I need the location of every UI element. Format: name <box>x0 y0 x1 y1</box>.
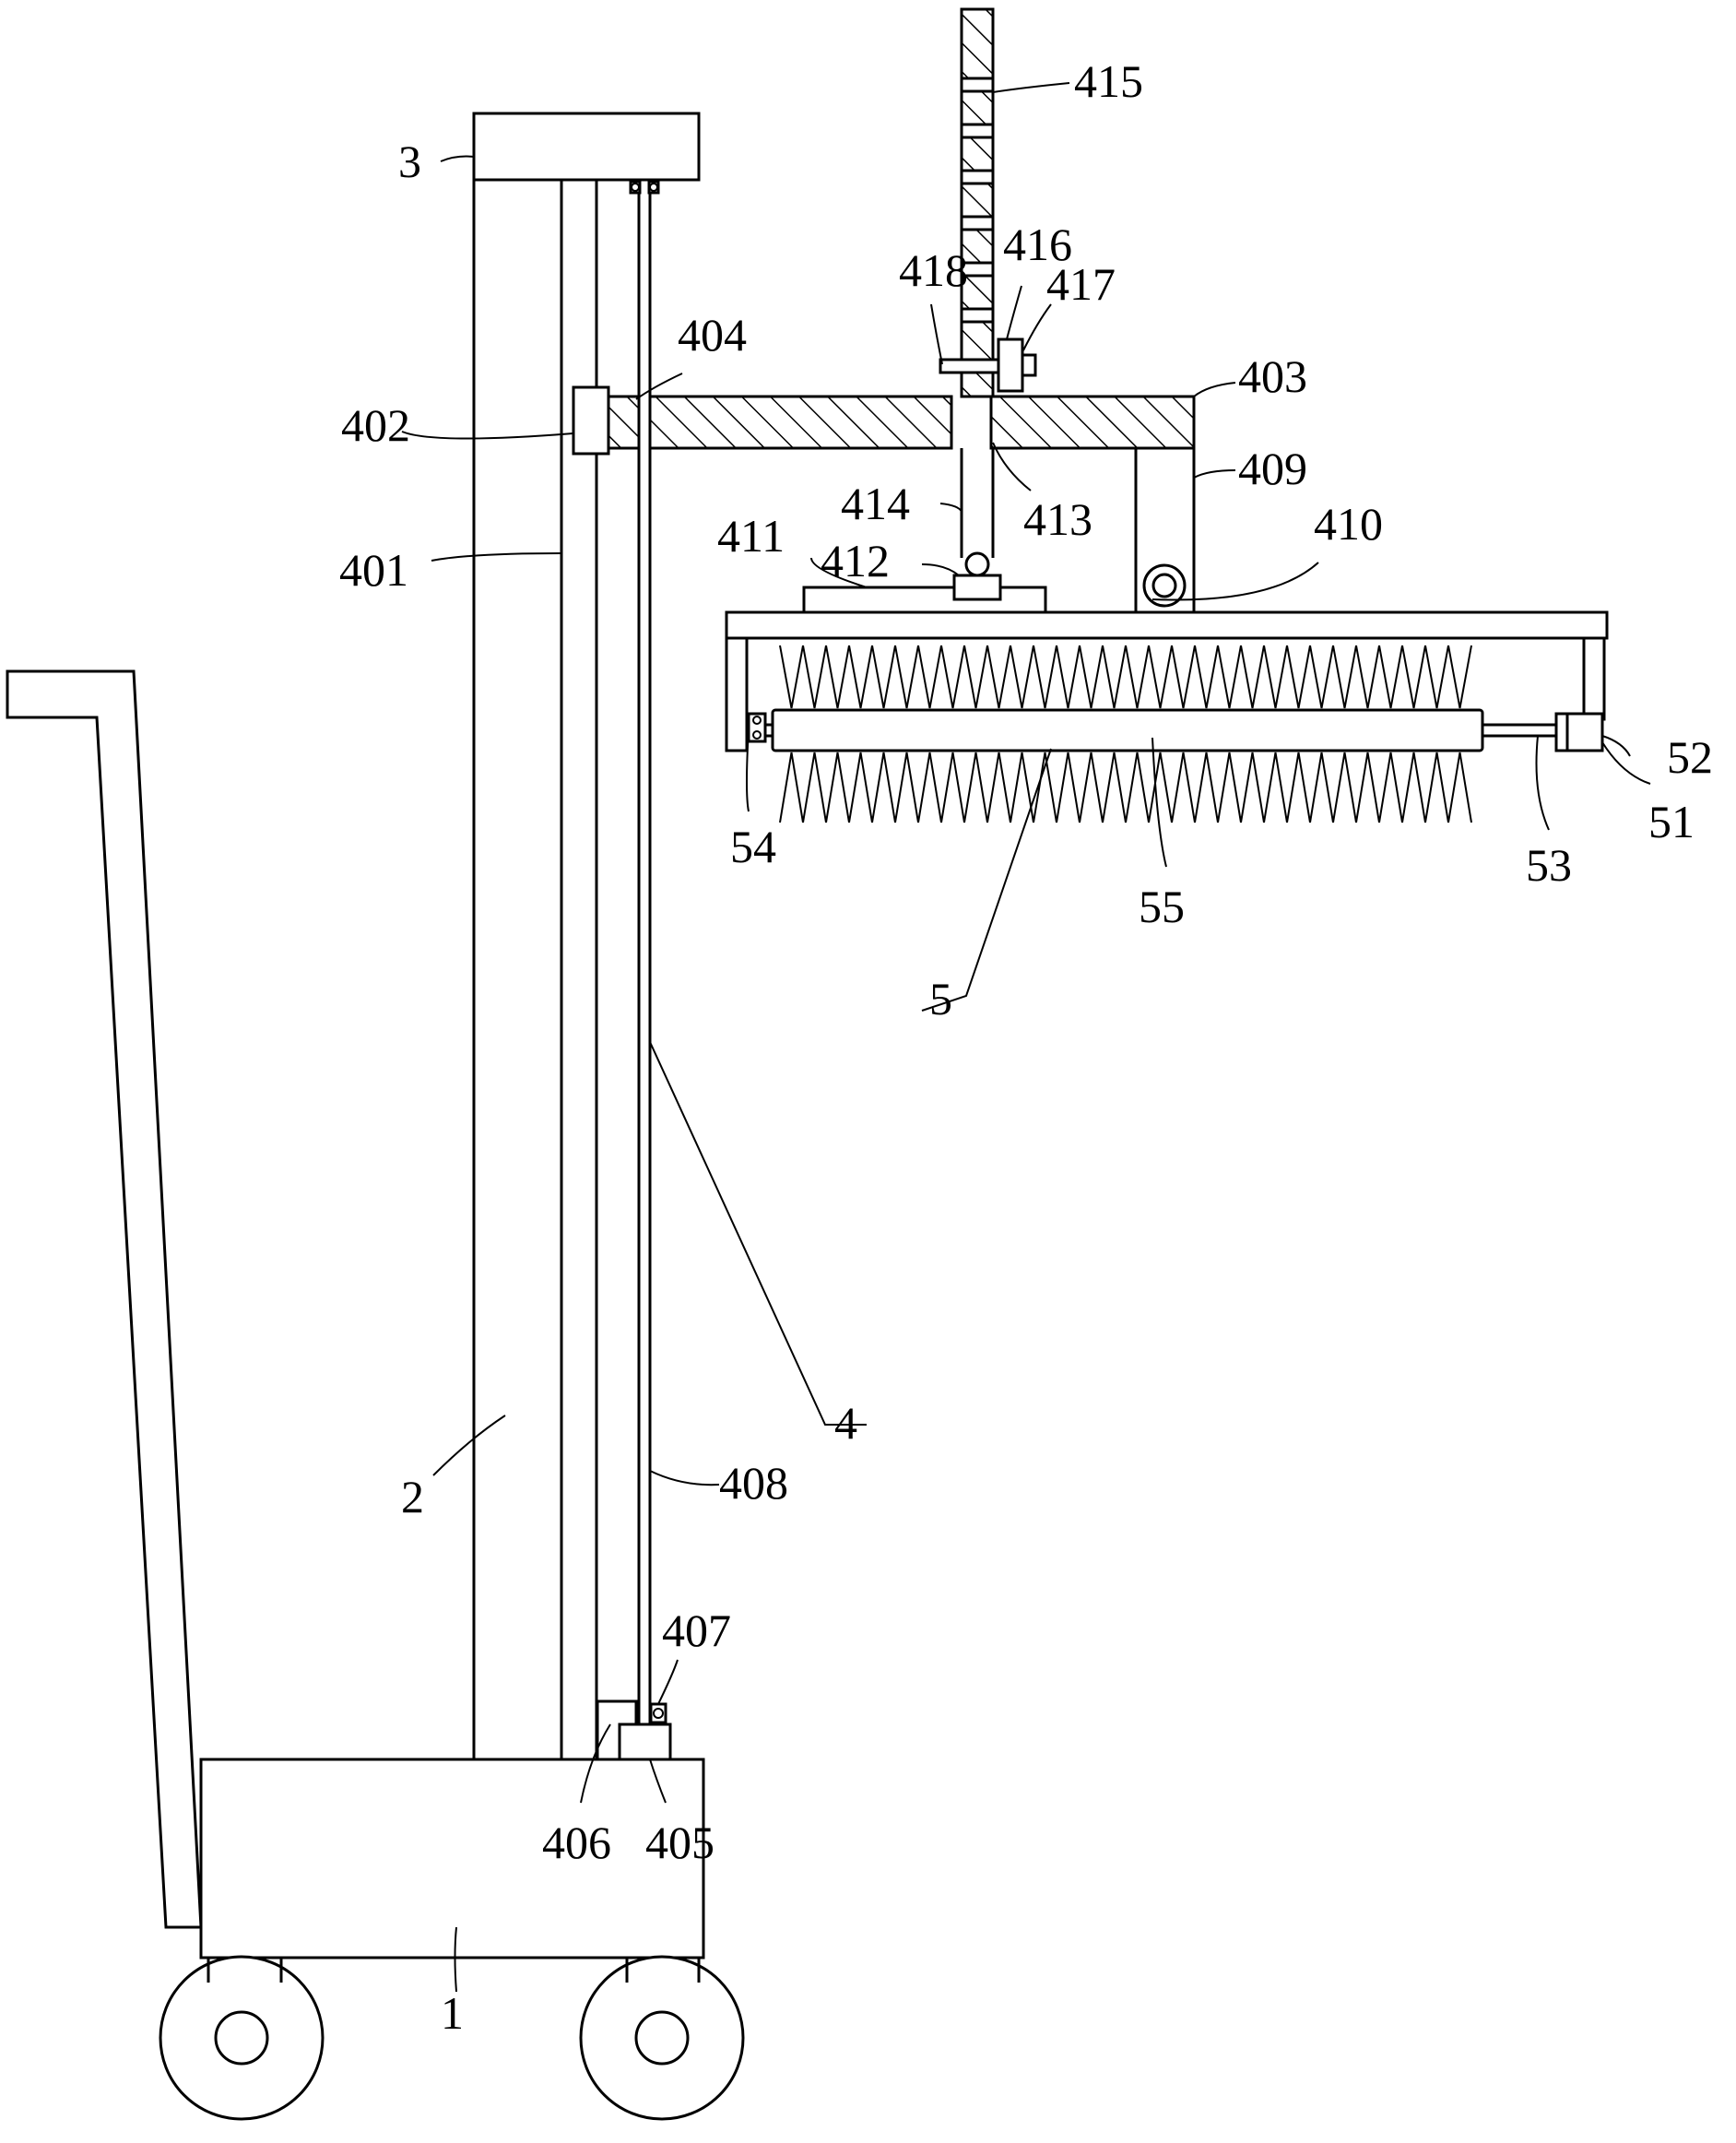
label-410: 410 <box>1314 498 1383 550</box>
label-5: 5 <box>929 973 952 1024</box>
top-bearings <box>629 180 660 195</box>
slider <box>572 385 610 456</box>
label-417: 417 <box>1046 258 1116 310</box>
right-wheel <box>579 1955 745 2121</box>
leader-lines <box>401 82 1651 1993</box>
label-411: 411 <box>717 510 785 562</box>
label-401: 401 <box>339 544 408 596</box>
label-415: 415 <box>1074 55 1143 107</box>
vertical-rack <box>960 7 995 398</box>
bottom-drive <box>596 1699 672 1761</box>
label-402: 402 <box>341 399 410 451</box>
horizontal-arm <box>648 395 1196 450</box>
label-413: 413 <box>1023 493 1092 545</box>
top-plate <box>725 610 1609 640</box>
motor-block <box>802 574 1047 614</box>
support-leg <box>1134 446 1196 614</box>
label-1: 1 <box>441 1987 464 2039</box>
part-labels: 1 2 3 4 5 51 52 53 54 55 401 402 403 404… <box>339 55 1713 2039</box>
roller <box>771 708 1484 752</box>
label-2: 2 <box>401 1471 424 1522</box>
label-403: 403 <box>1238 350 1307 402</box>
label-54: 54 <box>730 821 776 872</box>
label-406: 406 <box>542 1817 611 1868</box>
label-412: 412 <box>821 535 890 586</box>
label-53: 53 <box>1526 839 1572 891</box>
label-404: 404 <box>678 309 747 361</box>
push-handle <box>6 669 203 1929</box>
label-52: 52 <box>1667 731 1713 783</box>
guide-shaft <box>960 448 995 577</box>
gear-assembly <box>939 337 1037 393</box>
brush-motor <box>1554 712 1604 752</box>
label-418: 418 <box>899 244 968 296</box>
label-55: 55 <box>1139 881 1185 932</box>
label-416: 416 <box>1003 219 1072 270</box>
label-405: 405 <box>645 1817 714 1868</box>
label-3: 3 <box>398 136 421 187</box>
bristles-upper <box>779 645 1472 709</box>
left-wheel <box>159 1955 325 2121</box>
left-bearing <box>747 712 767 743</box>
bristles-lower <box>779 752 1472 823</box>
side-brackets <box>725 636 1606 752</box>
bristles <box>779 645 1472 823</box>
vertical-column <box>472 178 563 1761</box>
label-407: 407 <box>662 1604 731 1656</box>
label-409: 409 <box>1238 443 1307 494</box>
roller-shaft <box>765 723 1556 738</box>
base-box <box>199 1758 705 1959</box>
top-cap <box>472 112 701 182</box>
label-4: 4 <box>834 1397 857 1449</box>
label-51: 51 <box>1648 796 1695 847</box>
label-414: 414 <box>841 478 910 529</box>
label-408: 408 <box>719 1457 788 1509</box>
nut-block <box>607 395 641 450</box>
